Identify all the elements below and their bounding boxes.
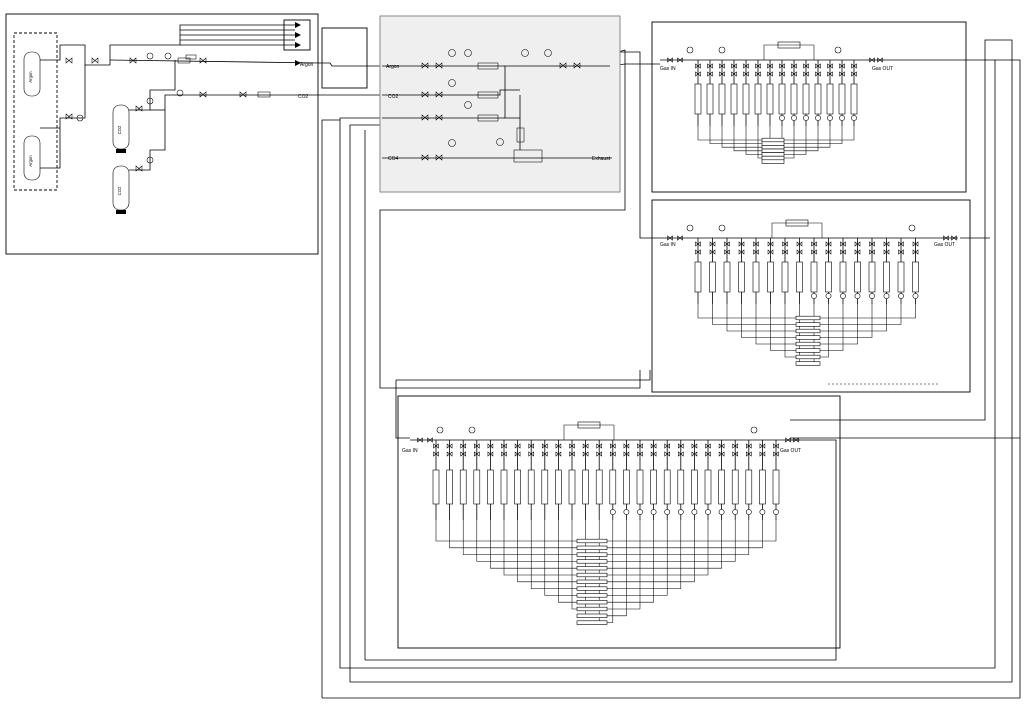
supply-panel: Argon Argon CO2 CO2 Argon [5, 13, 368, 255]
svg-text:Gas IN: Gas IN [660, 66, 676, 72]
channel [607, 440, 766, 549]
channel [607, 440, 739, 562]
channel [459, 440, 577, 555]
svg-text:Gas IN: Gas IN [660, 242, 676, 248]
svg-text:Gas OUT: Gas OUT [872, 66, 893, 72]
svg-text:Gas IN: Gas IN [402, 448, 418, 454]
bottle-co2-2: CO2 [112, 165, 130, 214]
channel [784, 60, 810, 155]
channel [607, 440, 753, 555]
svg-text:Argon: Argon [28, 155, 33, 167]
channel [541, 440, 577, 596]
channel [607, 440, 698, 583]
channel [784, 60, 834, 148]
channel [784, 60, 858, 141]
channel [514, 440, 577, 583]
mixer-panel: Argon CO2 CO4 Exhaust [379, 15, 621, 193]
channel [607, 440, 712, 576]
channel [568, 440, 577, 610]
channel [694, 238, 796, 319]
channel [718, 60, 762, 148]
channel [820, 238, 890, 332]
channel [784, 60, 822, 152]
channel [446, 440, 577, 549]
bottle-co2-1: CO2 [112, 104, 130, 153]
channel [607, 440, 657, 603]
channel [738, 238, 796, 338]
channel [473, 440, 577, 562]
svg-text:CO2: CO2 [298, 94, 309, 100]
distribution-panel-middle: Gas IN Gas OUT [651, 199, 971, 393]
trunk-lines [320, 39, 1021, 699]
svg-text:CO2: CO2 [117, 125, 122, 134]
channel [820, 238, 832, 358]
channel [607, 440, 685, 589]
distribution-panel-upper: Gas IN Gas OUT [651, 21, 967, 193]
channel [607, 440, 725, 569]
channel [709, 238, 796, 325]
channel [820, 238, 905, 325]
channel [752, 238, 796, 345]
svg-text:Exhaust: Exhaust [592, 156, 611, 162]
svg-text:CO4: CO4 [388, 156, 399, 162]
svg-text:CO2: CO2 [388, 94, 399, 100]
channel [487, 440, 577, 569]
svg-text:Argon: Argon [300, 62, 314, 68]
channel [781, 238, 796, 358]
distribution-panel-lower: Gas IN Gas OUT [397, 395, 841, 649]
channel [500, 440, 577, 576]
bottle-argon-1: Argon [23, 51, 41, 97]
channel [767, 238, 796, 351]
bottle-argon-2: Argon [23, 135, 41, 181]
channel [820, 238, 847, 351]
channel [607, 440, 671, 596]
channel [706, 60, 762, 144]
channel [784, 60, 798, 159]
channel [607, 440, 780, 542]
channel [607, 440, 630, 617]
channel [694, 60, 762, 141]
channel [820, 238, 919, 319]
svg-text:Argon: Argon [386, 64, 400, 70]
channel [820, 238, 876, 338]
channel [784, 60, 846, 144]
svg-text:Gas OUT: Gas OUT [780, 448, 801, 454]
channel [527, 440, 577, 589]
channel [555, 440, 577, 603]
channel [730, 60, 762, 152]
svg-text:Argon: Argon [28, 71, 33, 83]
channel [742, 60, 762, 155]
channel [820, 238, 861, 345]
svg-text:CO2: CO2 [117, 186, 122, 195]
channel [607, 440, 644, 610]
channel [432, 440, 577, 542]
channel [723, 238, 796, 332]
channel [754, 60, 762, 159]
svg-text:Gas OUT: Gas OUT [934, 242, 955, 248]
channel [607, 440, 617, 623]
